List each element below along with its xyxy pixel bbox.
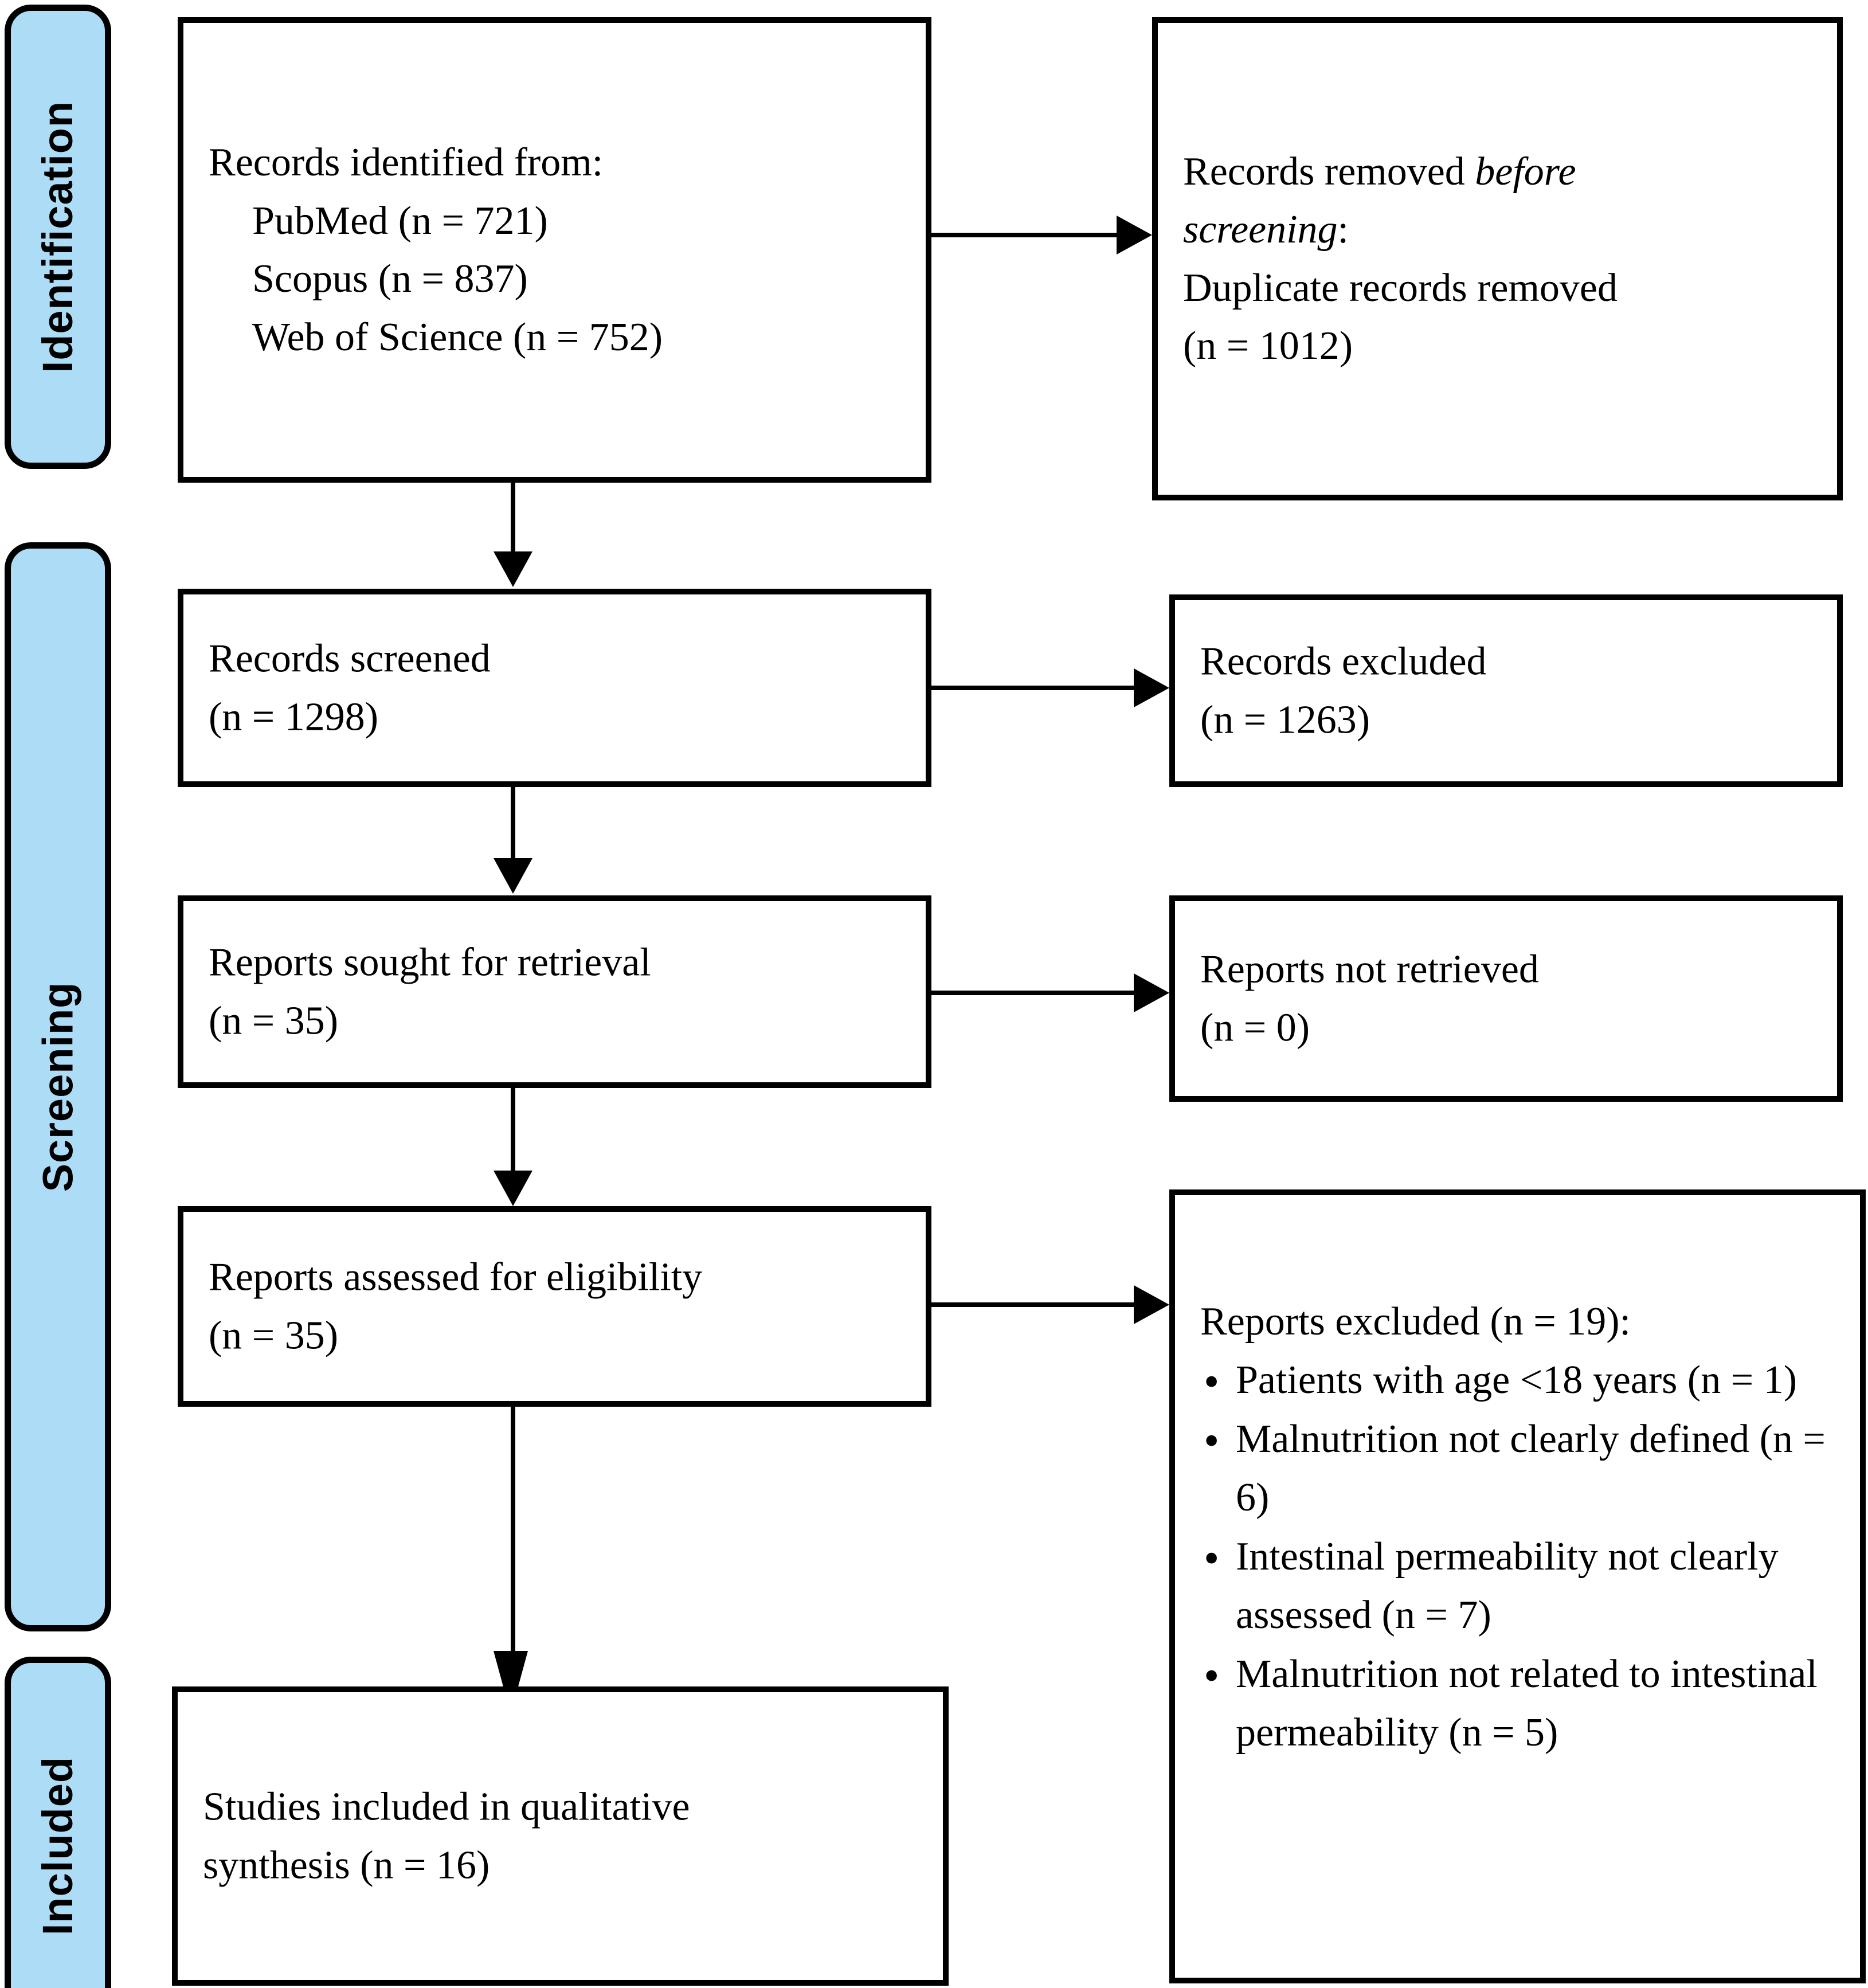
records-identified-title: Records identified from: <box>209 140 604 185</box>
box-records-screened: Records screened (n = 1298) <box>178 589 931 787</box>
box-records-excluded: Records excluded (n = 1263) <box>1169 594 1843 787</box>
box-reports-not-retrieved-content: Reports not retrieved (n = 0) <box>1200 941 1820 1057</box>
box-studies-included: Studies included in qualitative synthesi… <box>172 1686 949 1986</box>
box-reports-assessed-content: Reports assessed for eligibility (n = 35… <box>209 1249 908 1365</box>
removed-line-2: screening: <box>1183 208 1349 252</box>
box-records-identified-content: Records identified from: PubMed (n = 721… <box>209 134 908 366</box>
box-records-screened-content: Records screened (n = 1298) <box>209 630 908 746</box>
connector-identified-to-screened-arrowhead <box>494 551 532 587</box>
list-item: Intestinal permeability not clearly asse… <box>1200 1525 1843 1644</box>
studies-included-line-1: Studies included in qualitative <box>203 1784 690 1829</box>
box-reports-sought: Reports sought for retrieval (n = 35) <box>178 895 931 1088</box>
connector-assessed-to-reports-excluded-arrowhead <box>1134 1285 1169 1324</box>
removed-line-4: (n = 1012) <box>1183 324 1353 368</box>
reports-sought-line-1: Reports sought for retrieval <box>209 940 651 985</box>
connector-assessed-to-reports-excluded <box>931 1302 1135 1307</box>
records-screened-line-2: (n = 1298) <box>209 695 379 739</box>
reports-excluded-heading: Reports excluded (n = 19): <box>1200 1300 1631 1344</box>
connector-identified-to-screened <box>511 483 515 556</box>
connector-identified-to-removed <box>931 233 1118 237</box>
list-item: Malnutrition not related to intestinal p… <box>1200 1643 1843 1762</box>
records-screened-line-1: Records screened <box>209 636 491 681</box>
stage-identification: Identification <box>5 5 111 469</box>
stage-included: Included <box>5 1657 111 1988</box>
reports-sought-line-2: (n = 35) <box>209 999 339 1043</box>
connector-sought-to-assessed-arrowhead <box>494 1171 532 1206</box>
removed-italic-before: before <box>1475 149 1576 194</box>
box-records-removed-before-screening: Records removed before screening: Duplic… <box>1152 17 1843 500</box>
box-reports-sought-content: Reports sought for retrieval (n = 35) <box>209 934 908 1050</box>
list-item: Malnutrition not clearly defined (n = 6) <box>1200 1408 1843 1527</box>
removed-line-1: Records removed before <box>1183 149 1576 194</box>
connector-sought-to-not-retrieved <box>931 991 1135 995</box>
box-reports-excluded-content: Reports excluded (n = 19): Patients with… <box>1200 1293 1843 1763</box>
records-excluded-line-1: Records excluded <box>1200 639 1487 684</box>
source-pubmed: PubMed (n = 721) <box>252 198 548 243</box>
studies-included-line-2: synthesis (n = 16) <box>203 1843 490 1887</box>
removed-line-3: Duplicate records removed <box>1183 265 1618 310</box>
records-excluded-line-2: (n = 1263) <box>1200 698 1370 742</box>
connector-screened-to-sought-arrowhead <box>494 858 532 894</box>
box-reports-excluded: Reports excluded (n = 19): Patients with… <box>1169 1189 1866 1983</box>
connector-screened-to-sought <box>511 787 515 862</box>
list-item: Patients with age <18 years (n = 1) <box>1200 1349 1843 1414</box>
connector-sought-to-not-retrieved-arrowhead <box>1134 973 1169 1012</box>
stage-screening-label: Screening <box>34 981 82 1192</box>
box-reports-not-retrieved: Reports not retrieved (n = 0) <box>1169 895 1843 1102</box>
connector-screened-to-excluded <box>931 686 1135 690</box>
removed-italic-screening: screening <box>1183 208 1338 252</box>
box-reports-assessed: Reports assessed for eligibility (n = 35… <box>178 1206 931 1407</box>
connector-sought-to-assessed <box>511 1088 515 1174</box>
reports-excluded-reason-list: Patients with age <18 years (n = 1) Maln… <box>1200 1349 1843 1762</box>
source-web-of-science: Web of Science (n = 752) <box>252 315 663 359</box>
connector-screened-to-excluded-arrowhead <box>1134 668 1169 707</box>
reports-not-retrieved-line-1: Reports not retrieved <box>1200 947 1539 992</box>
stage-included-label: Included <box>34 1756 81 1936</box>
reports-assessed-line-2: (n = 35) <box>209 1313 339 1357</box>
reports-not-retrieved-line-2: (n = 0) <box>1200 1005 1310 1050</box>
box-records-identified: Records identified from: PubMed (n = 721… <box>178 17 931 483</box>
box-records-removed-content: Records removed before screening: Duplic… <box>1183 143 1820 375</box>
connector-identified-to-removed-arrowhead <box>1117 216 1152 255</box>
source-scopus: Scopus (n = 837) <box>252 257 528 301</box>
connector-assessed-to-included <box>511 1407 515 1676</box>
box-studies-included-content: Studies included in qualitative synthesi… <box>203 1778 926 1895</box>
stage-screening: Screening <box>5 542 111 1631</box>
reports-assessed-line-1: Reports assessed for eligibility <box>209 1255 703 1300</box>
stage-identification-label: Identification <box>34 100 82 373</box>
box-records-excluded-content: Records excluded (n = 1263) <box>1200 633 1820 749</box>
